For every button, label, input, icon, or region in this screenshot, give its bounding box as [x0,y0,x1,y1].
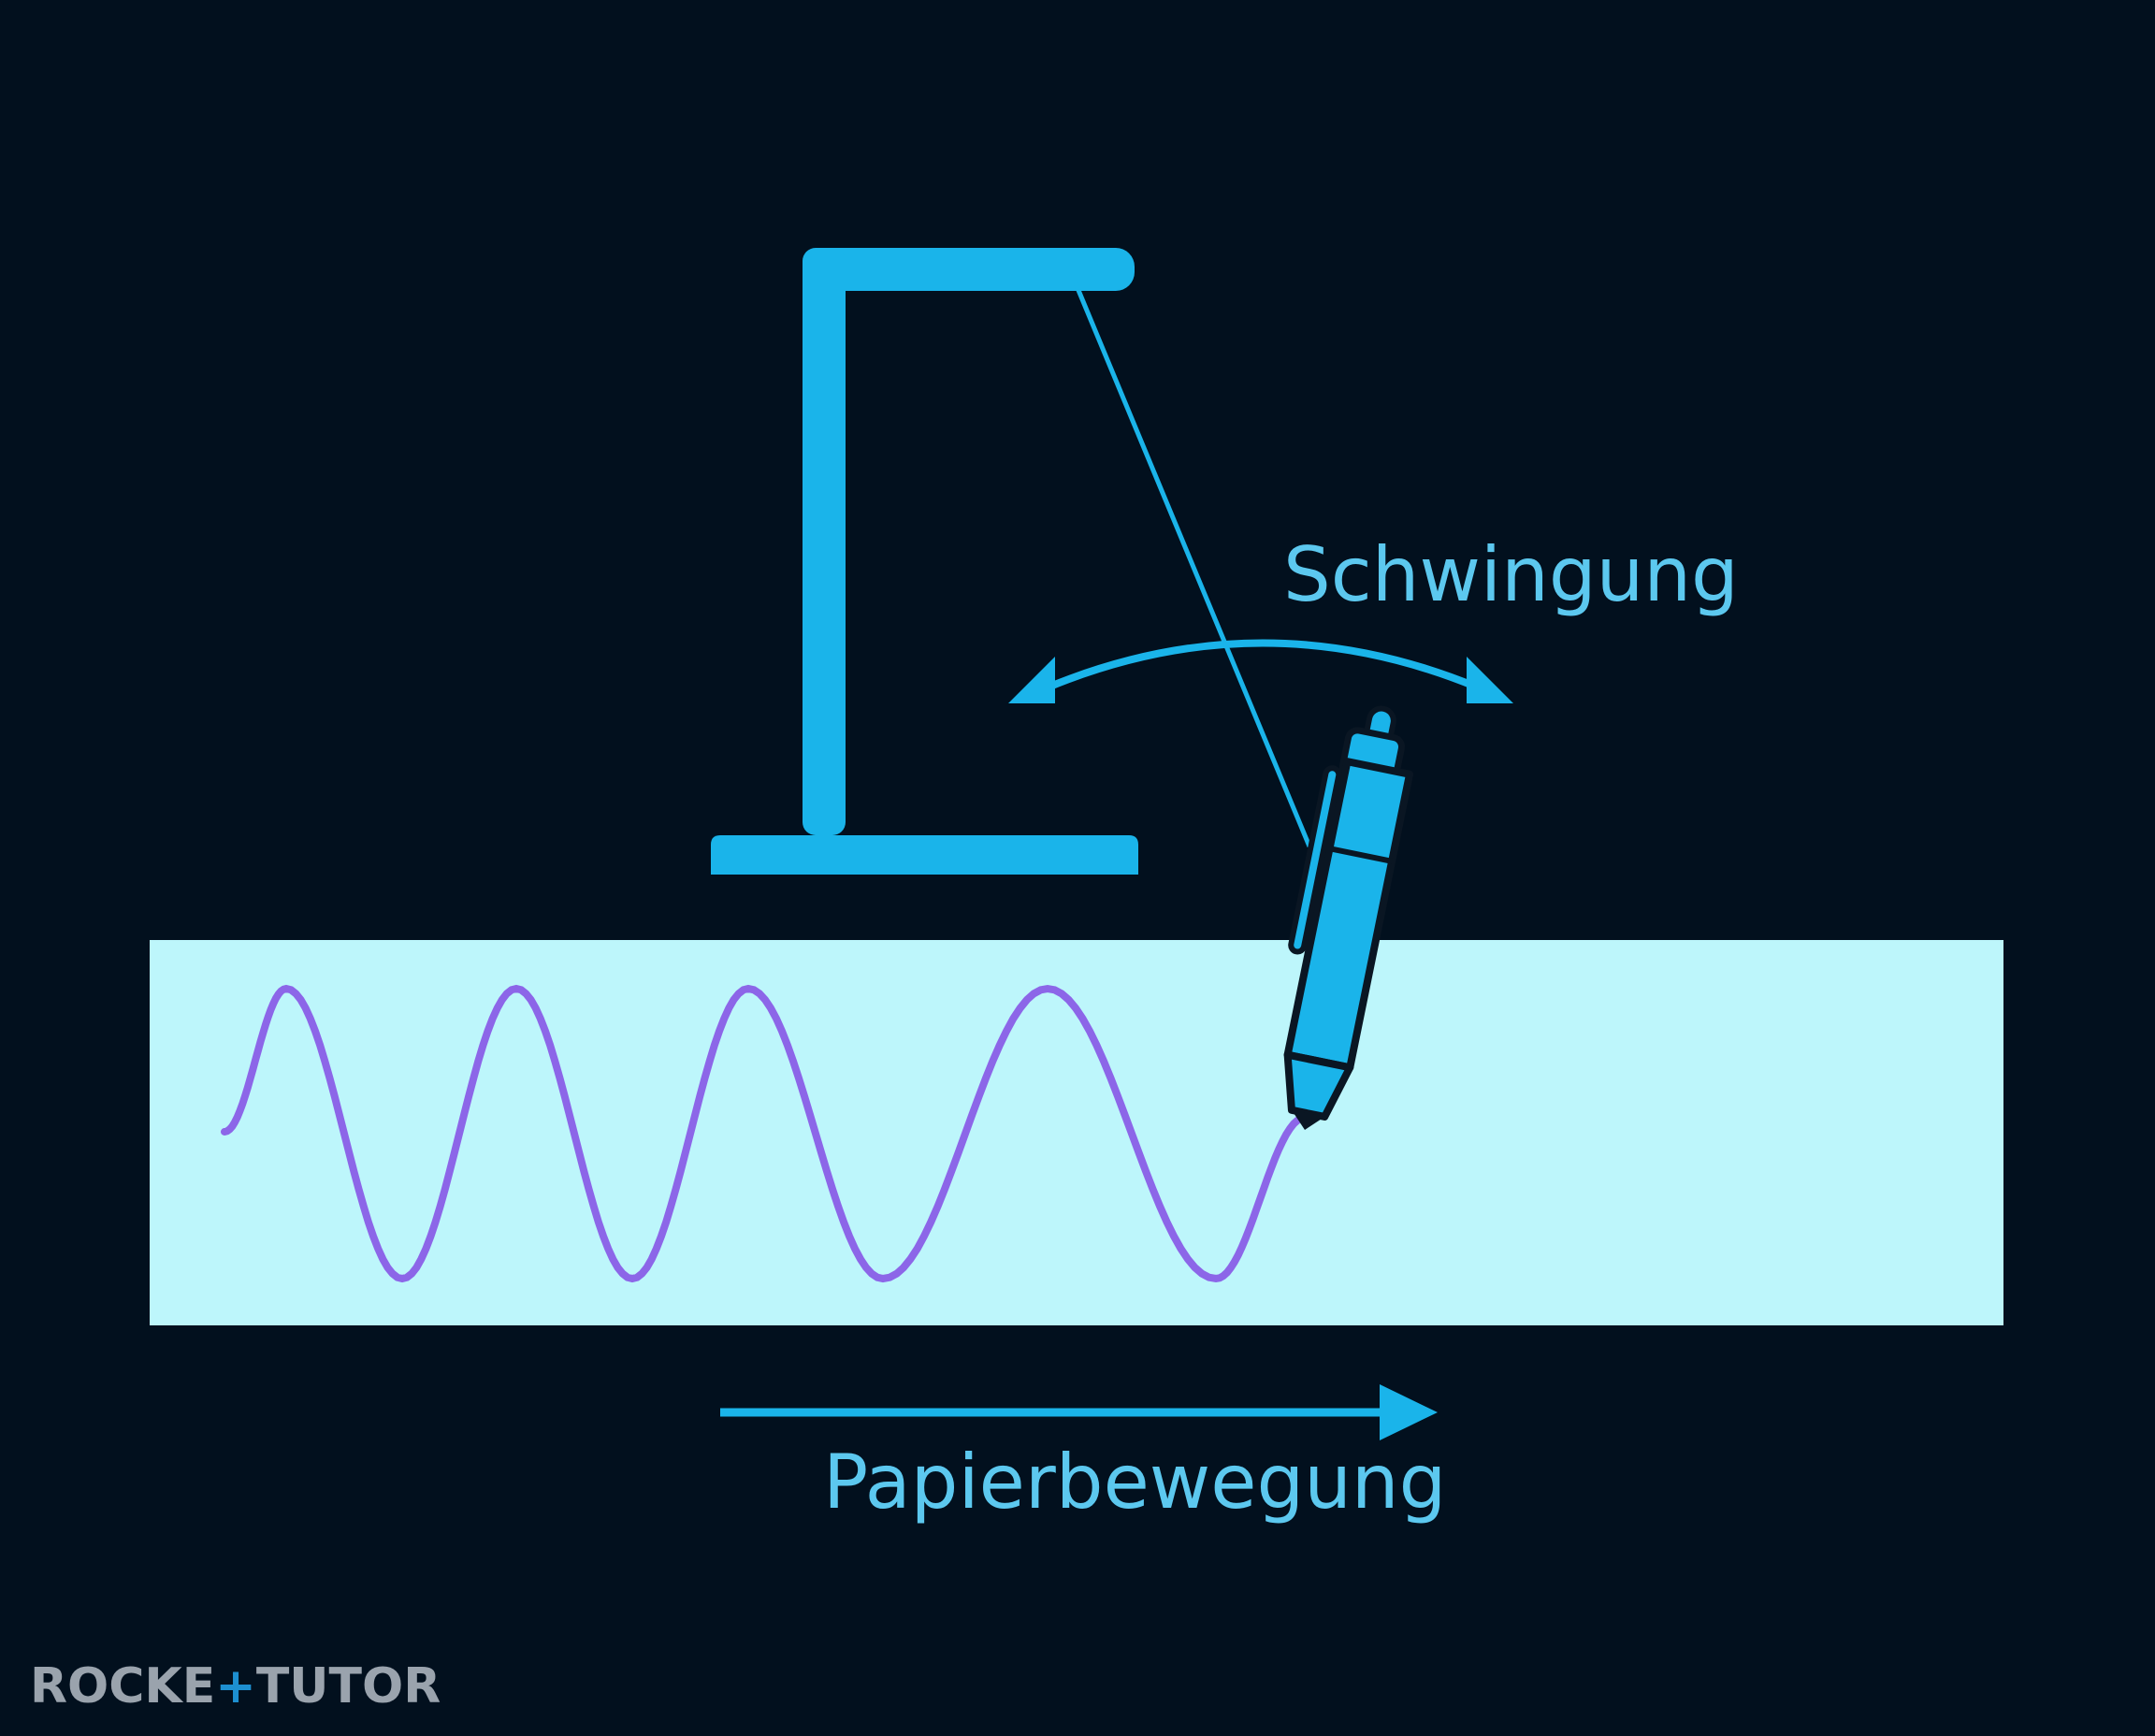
oscillation-arrow-right-head [1467,657,1513,703]
oscillation-arrow-icon [1046,639,1480,691]
brand-logo-part3: R [403,1658,441,1714]
pen-icon [1283,705,1414,1130]
stand-base [711,835,1138,875]
svg-text:ROCKE+TUTOR: ROCKE+TUTOR [30,1658,441,1714]
stand-icon [711,248,1138,875]
brand-logo-part2: TUTO [256,1658,403,1714]
paper-strip [150,940,2003,1325]
stand-column [803,248,846,835]
paper-motion-label: Papierbewegung [823,1439,1446,1526]
stand-top-bar [803,248,1135,291]
paper-motion-arrow-head [1380,1384,1438,1440]
oscillation-arrow-left-head [1008,657,1055,703]
recorded-wave [221,984,1309,1283]
brand-logo-part1: ROCKE [30,1658,215,1714]
oscillation-label: Schwingung [1283,531,1739,618]
brand-logo: ROCKE+TUTOR [30,1658,441,1714]
brand-logo-plus: + [215,1658,256,1714]
pendulum-string [1073,282,1312,847]
